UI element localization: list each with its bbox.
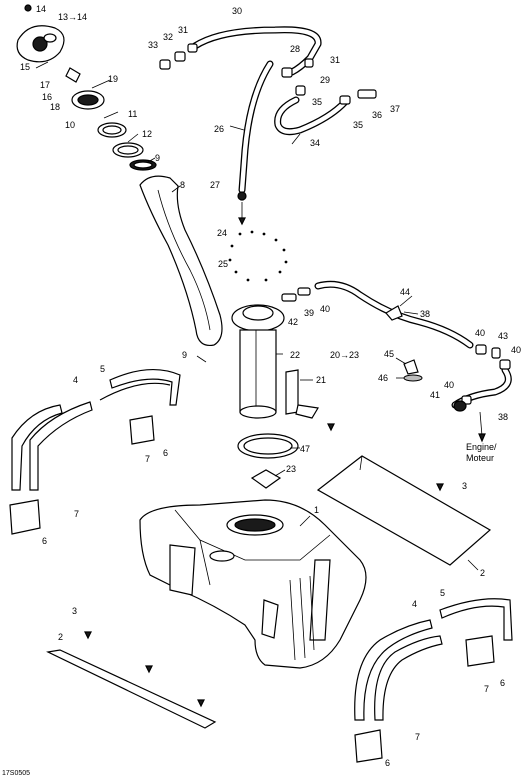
callout-46: 46 bbox=[378, 373, 388, 383]
callout-24: 24 bbox=[217, 228, 227, 238]
callout-38-top: 38 bbox=[420, 309, 430, 319]
callout-18: 18 bbox=[50, 102, 60, 112]
callout-45: 45 bbox=[384, 349, 394, 359]
callout-35-right: 35 bbox=[353, 120, 363, 130]
callout-9-top: 9 bbox=[155, 153, 160, 163]
callout-27: 27 bbox=[210, 180, 220, 190]
callout-16: 16 bbox=[42, 92, 52, 102]
callout-5-right: 5 bbox=[440, 588, 445, 598]
callout-33: 33 bbox=[148, 40, 158, 50]
callout-22: 22 bbox=[290, 350, 300, 360]
callout-4-right: 4 bbox=[412, 599, 417, 609]
callout-29: 29 bbox=[320, 75, 330, 85]
callout-7-bottom: 7 bbox=[415, 732, 420, 742]
callout-26: 26 bbox=[214, 124, 224, 134]
callout-41: 41 bbox=[430, 390, 440, 400]
callout-28: 28 bbox=[290, 44, 300, 54]
callout-39: 39 bbox=[304, 308, 314, 318]
fuel-pump-module bbox=[228, 230, 319, 489]
callout-1: 1 bbox=[314, 505, 319, 515]
filler-neck-hose bbox=[139, 175, 223, 347]
callout-40-c: 40 bbox=[511, 345, 521, 355]
callout-13: 13→14 bbox=[58, 12, 87, 22]
diagram-code: 17S0505 bbox=[2, 770, 30, 777]
engine-label-line2: Moteur bbox=[466, 453, 494, 463]
callout-32: 32 bbox=[163, 32, 173, 42]
callout-35-left: 35 bbox=[312, 97, 322, 107]
screw-pattern bbox=[228, 230, 288, 282]
callout-17: 17 bbox=[40, 80, 50, 90]
engine-destination-label: Engine/ Moteur bbox=[466, 442, 499, 463]
callout-8: 8 bbox=[180, 180, 185, 190]
fuel-supply-line bbox=[314, 280, 512, 443]
callout-10: 10 bbox=[65, 120, 75, 130]
callout-3-right: 3 bbox=[462, 481, 467, 491]
callout-31-left: 31 bbox=[178, 25, 188, 35]
tank-straps bbox=[11, 368, 513, 721]
screws bbox=[84, 423, 444, 708]
callout-20: 20→23 bbox=[330, 350, 359, 360]
callout-40-d: 40 bbox=[444, 380, 454, 390]
callout-2-left: 2 bbox=[58, 632, 63, 642]
callout-15: 15 bbox=[20, 62, 30, 72]
callout-44: 44 bbox=[400, 287, 410, 297]
callout-42: 42 bbox=[288, 317, 298, 327]
callout-3-left: 3 bbox=[72, 606, 77, 616]
callout-12: 12 bbox=[142, 129, 152, 139]
filler-cap-assembly bbox=[16, 4, 157, 171]
callout-40-b: 40 bbox=[475, 328, 485, 338]
callout-40-a: 40 bbox=[320, 304, 330, 314]
callout-7-lower: 7 bbox=[74, 509, 79, 519]
callout-6-upper: 6 bbox=[163, 448, 168, 458]
callout-23: 23 bbox=[286, 464, 296, 474]
callout-37: 37 bbox=[390, 104, 400, 114]
callout-6-lower: 6 bbox=[42, 536, 47, 546]
callout-36: 36 bbox=[372, 110, 382, 120]
engine-label-line1: Engine/ bbox=[466, 442, 497, 452]
callout-6-bottom: 6 bbox=[385, 758, 390, 768]
callout-2-right: 2 bbox=[480, 568, 485, 578]
vent-hoses bbox=[159, 26, 377, 226]
callout-labels: 14 13→14 15 17 16 18 19 10 11 12 9 8 30 … bbox=[2, 4, 521, 777]
callout-38-bottom: 38 bbox=[498, 412, 508, 422]
fuel-tank bbox=[139, 499, 367, 669]
callout-31-right: 31 bbox=[330, 55, 340, 65]
callout-4-left: 4 bbox=[73, 375, 78, 385]
callout-19: 19 bbox=[108, 74, 118, 84]
callout-21: 21 bbox=[316, 375, 326, 385]
callout-47: 47 bbox=[300, 444, 310, 454]
callout-6-right: 6 bbox=[500, 678, 505, 688]
callout-43: 43 bbox=[498, 331, 508, 341]
leader-lines bbox=[35, 61, 479, 571]
callout-14: 14 bbox=[36, 4, 46, 14]
callout-34: 34 bbox=[310, 138, 320, 148]
callout-9-mid: 9 bbox=[182, 350, 187, 360]
callout-7-upper: 7 bbox=[145, 454, 150, 464]
callout-11: 11 bbox=[128, 109, 137, 119]
callout-7-right: 7 bbox=[484, 684, 489, 694]
callout-5-left: 5 bbox=[100, 364, 105, 374]
brackets bbox=[9, 415, 495, 763]
callout-30: 30 bbox=[232, 6, 242, 16]
callout-25: 25 bbox=[218, 259, 228, 269]
